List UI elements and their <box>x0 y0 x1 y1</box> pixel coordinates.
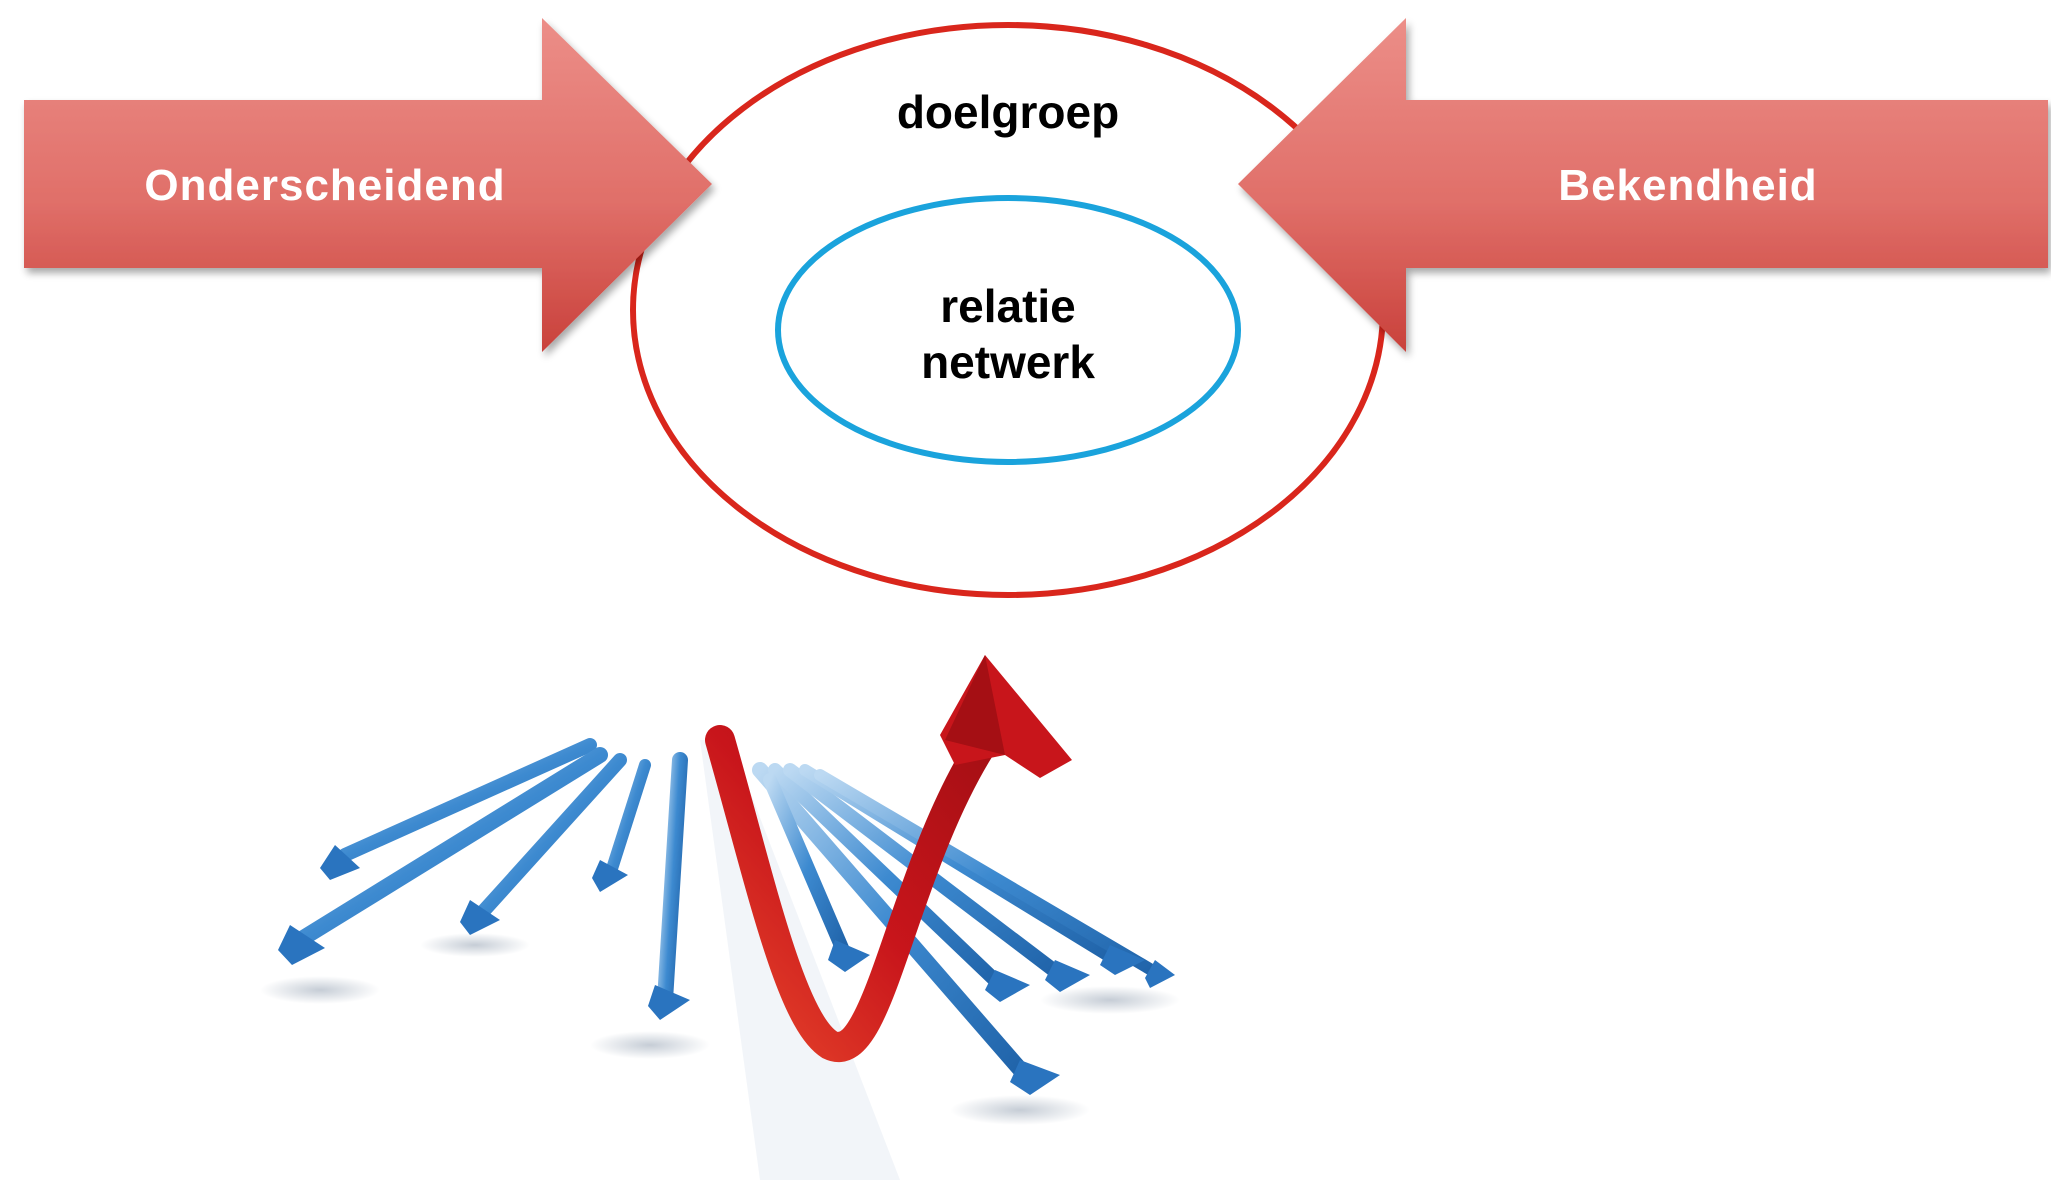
left-arrow <box>24 18 712 352</box>
inner-circle-relatie-netwerk <box>775 195 1241 465</box>
right-arrow-label: Bekendheid <box>1558 161 1817 210</box>
outer-circle-label: doelgroep <box>897 86 1119 138</box>
inner-circle-label-line1: relatie <box>940 280 1076 332</box>
arrows-going-up-against-trend-icon <box>260 655 1180 1180</box>
right-arrow <box>1238 18 2048 352</box>
left-arrow-label: Onderscheidend <box>144 161 505 210</box>
inner-circle-label-line2: netwerk <box>921 336 1095 388</box>
